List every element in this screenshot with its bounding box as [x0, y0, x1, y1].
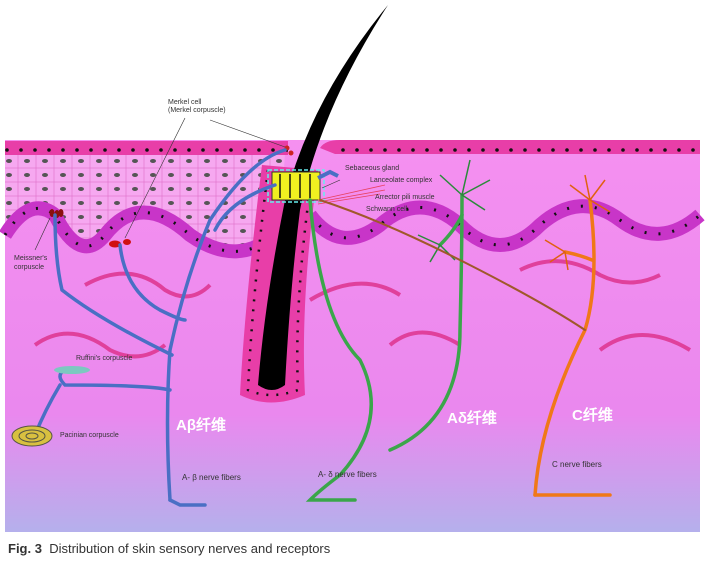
caption-text: Distribution of skin sensory nerves and … — [49, 541, 331, 556]
ab-fibers-label: A- β nerve fibers — [182, 473, 241, 482]
ad-fibers-label: A- δ nerve fibers — [318, 470, 377, 479]
schwann-cell-label: Schwann cell — [366, 206, 408, 213]
c-annotation: C纤维 — [572, 407, 613, 424]
arrector-pili-label: Arrector pili muscle — [375, 194, 435, 201]
figure-caption: Fig. 3 Distribution of skin sensory nerv… — [8, 541, 330, 556]
meissner-label-1: Meissner's — [14, 255, 48, 262]
ab-annotation: Aβ纤维 — [176, 417, 226, 434]
ad-annotation: Aδ纤维 — [447, 410, 497, 427]
caption-prefix: Fig. 3 — [8, 541, 42, 556]
a-beta-nerve-fiber — [33, 148, 287, 507]
c-nerve-fiber — [319, 198, 612, 497]
lanceolate-complex-label: Lanceolate complex — [370, 177, 433, 184]
epidermis-cells — [5, 152, 285, 251]
hair-shaft — [258, 5, 388, 390]
pacinian-corpuscle — [11, 425, 53, 447]
basal-layer-right — [304, 199, 705, 252]
c-fibers-label: C nerve fibers — [552, 460, 602, 469]
a-delta-nerve-fiber — [305, 193, 464, 502]
ruffini-corpuscle — [54, 366, 90, 374]
pacinian-label: Pacinian corpuscle — [60, 432, 119, 439]
sebaceous-gland-label: Sebaceous gland — [345, 165, 400, 172]
meissner-label-2: corpuscle — [14, 264, 44, 271]
ruffini-label: Ruffini's corpuscle — [76, 355, 133, 362]
merkel-corpuscle-label: (Merkel corpuscle) — [168, 107, 226, 114]
merkel-cell-label: Merkel cell — [168, 99, 202, 106]
